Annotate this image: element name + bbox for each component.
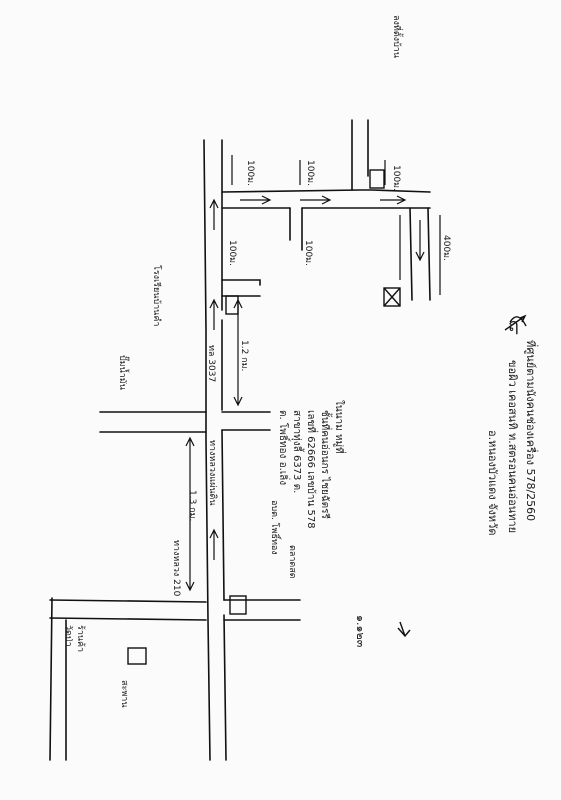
market-label: ตลาดสด	[287, 545, 297, 579]
dim-line-1-3km	[185, 436, 195, 592]
building-near-road-b	[229, 595, 247, 615]
building-top-right	[369, 169, 385, 189]
target-house-cross	[383, 287, 401, 307]
road-number-label: ทล 3037	[206, 345, 216, 383]
header-line-1: ที่ศูนย์ตามนังคนช่องเครื่อง 578/2560	[524, 340, 537, 522]
north-arrow-icon	[504, 314, 527, 331]
distance-100m-b: 100ม.	[305, 160, 315, 186]
route-arrow-1	[209, 198, 219, 230]
house-label: ลงที่ตั้งบ้าน	[391, 15, 401, 59]
distance-100m-e: 100ม.	[303, 240, 313, 266]
distance-1-3km: 1.3 กม.	[187, 490, 197, 522]
lower-road-lower	[49, 617, 207, 621]
route-arrow-4	[240, 195, 272, 205]
stub-road	[289, 207, 303, 251]
temple-label: วัดป่า	[63, 625, 73, 647]
distance-400m: 400ม.	[441, 235, 451, 261]
owner-line-1: ในนาม หมู่ที่	[333, 400, 344, 454]
header-line-3: อ.หนองบัวแดง จังหวัด	[486, 430, 499, 536]
route-arrow-3	[209, 528, 219, 560]
distance-100m-a: 100ม.	[245, 160, 255, 186]
right-branch-left-edge	[409, 207, 413, 301]
side-road-a-upper	[221, 279, 261, 286]
office-label: อบต. โพธิ์ทอง	[269, 500, 279, 555]
header-line-2: ขอผิว เคอสนทิ ท.สตรอนคนอ่อนทาย	[506, 360, 519, 534]
owner-line-2: ชั้นที่คนอ่อนกร ไชยฉัตรรี	[319, 410, 330, 519]
distance-100m-d: 100ม.	[227, 240, 237, 266]
owner-line-4: สาขาทุ่งลี้ 6373 ต.	[291, 410, 302, 494]
far-right-road	[351, 119, 369, 191]
left-road-a	[49, 597, 53, 761]
building-near-road-a	[225, 295, 239, 315]
lower-road-upper	[49, 599, 207, 603]
route-arrow-6	[380, 195, 407, 205]
owner-line-3: เลขที่ 62666 เลขบ้าน 578	[305, 410, 316, 529]
road-main-label: ทางหลวงแผ่นดิน	[207, 440, 217, 506]
distance-100m-c: 100ม.	[391, 165, 401, 191]
right-branch-right-edge	[427, 207, 431, 301]
main-road-left-edge	[203, 139, 211, 761]
owner-line-5: ต. โพธิ์ทอง อ.เลิ่ง	[277, 410, 288, 486]
bridge-label: สะพาน	[119, 680, 129, 708]
scale-arrow	[397, 621, 411, 638]
building-left	[127, 647, 147, 665]
top-road-upper-edge	[221, 189, 431, 193]
route-arrow-2	[209, 298, 219, 330]
route-arrow-7	[415, 220, 425, 262]
road-210-label: ทางหลวง 210	[171, 540, 181, 597]
main-road-right-edge	[221, 139, 227, 761]
target-house	[383, 287, 401, 307]
distance-1-2km: 1.2 กม.	[239, 340, 249, 372]
shop-label: ร้านค้า	[75, 625, 85, 653]
page-number: ๑.๑๒๓	[354, 615, 367, 648]
gas-label: ปั๊มน้ำมัน	[117, 355, 127, 390]
route-arrow-5	[300, 195, 332, 205]
north-symbol: ฤ	[508, 315, 519, 336]
school-label: โรงเรียนบ้านคำ	[151, 265, 161, 327]
